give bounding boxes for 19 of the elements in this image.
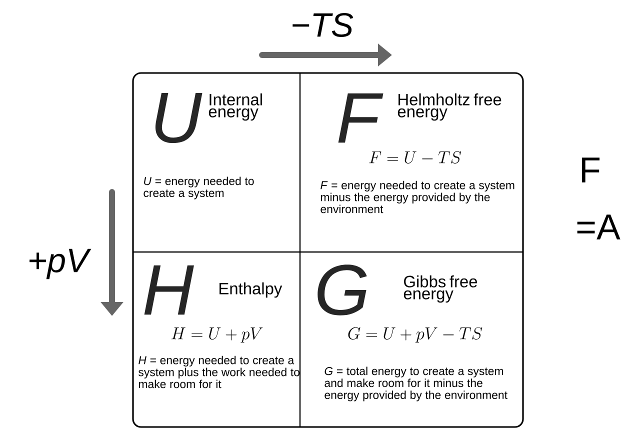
description: H = energy needed to create a system plus the work needed to make room for it bbox=[138, 356, 300, 388]
big-letter: G bbox=[318, 264, 367, 316]
big-letter: U bbox=[155, 92, 202, 144]
energy-name: Internal energy bbox=[208, 93, 262, 121]
formula: $F = U - TS$ bbox=[369, 151, 462, 164]
description: F = energy needed to create a system minus the energy provided by the environment bbox=[320, 180, 514, 214]
axis-label: F bbox=[582, 158, 600, 182]
axis-label: +pV bbox=[30, 248, 92, 280]
energy-name: Gibbs free energy bbox=[404, 275, 478, 303]
description: U = energy needed to create a system bbox=[144, 176, 254, 200]
axis-label: =A bbox=[577, 214, 620, 240]
energy-name: Enthalpy bbox=[220, 282, 282, 298]
big-letter: F bbox=[338, 93, 384, 143]
axis-label: −TS bbox=[292, 13, 354, 37]
big-letter: H bbox=[144, 265, 194, 315]
formula: $H = U + pV$ bbox=[172, 327, 263, 343]
formula: $G = U + pV - TS$ bbox=[348, 327, 482, 343]
energy-name: Helmholtz free energy bbox=[398, 93, 502, 121]
description: G = total energy to create a system and make room for it minus the energy provided by the environment bbox=[324, 366, 508, 402]
